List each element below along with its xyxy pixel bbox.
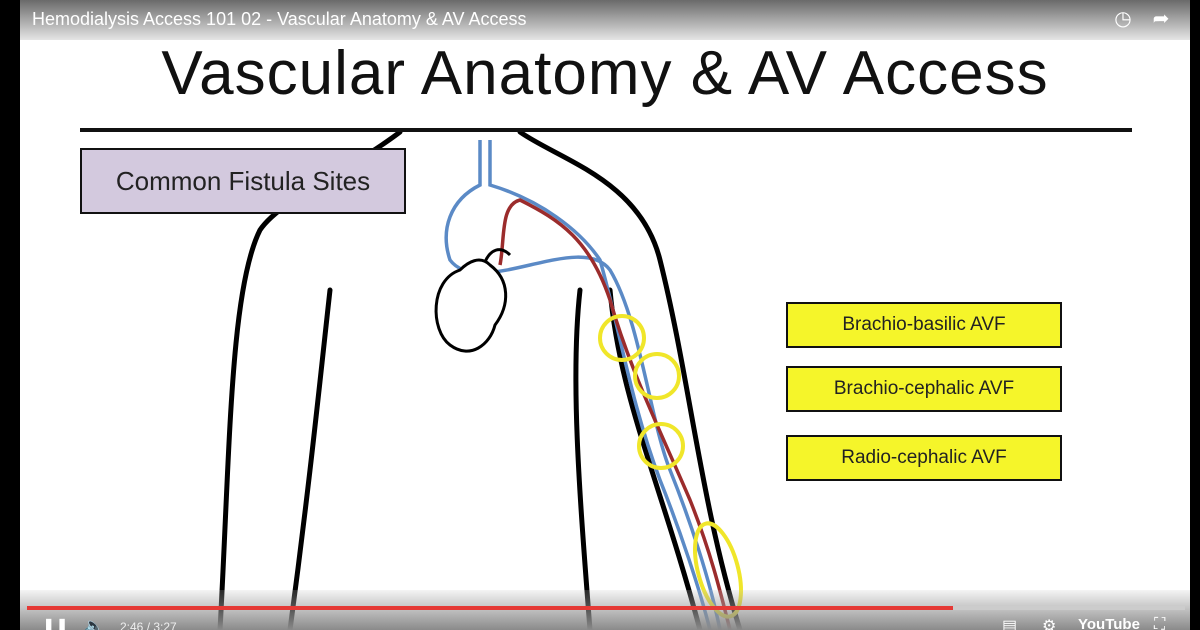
player-controls bbox=[20, 590, 1190, 630]
common-fistula-sites-box: Common Fistula Sites bbox=[80, 148, 406, 214]
captions-icon[interactable]: ▤ bbox=[1002, 618, 1018, 630]
anatomy-illustration bbox=[217, 129, 743, 630]
video-title-bar: Hemodialysis Access 101 02 - Vascular An… bbox=[20, 0, 1190, 40]
video-player[interactable]: Hemodialysis Access 101 02 - Vascular An… bbox=[20, 0, 1190, 630]
time-display: 2:46 / 3:27 bbox=[120, 620, 177, 630]
vein bbox=[444, 140, 722, 630]
heart-icon bbox=[434, 248, 512, 353]
progress-played bbox=[27, 606, 954, 610]
slide-title: Vascular Anatomy & AV Access bbox=[161, 39, 1049, 108]
artery bbox=[498, 198, 732, 630]
fistula-site-circle bbox=[637, 422, 685, 470]
title-divider bbox=[80, 128, 1132, 132]
label-brachio-cephalic: Brachio-cephalic AVF bbox=[786, 366, 1062, 412]
body-torso-right bbox=[573, 287, 593, 630]
label-brachio-basilic: Brachio-basilic AVF bbox=[786, 302, 1062, 348]
youtube-logo[interactable]: YouTube bbox=[1078, 616, 1140, 630]
volume-icon[interactable]: 🔈 bbox=[84, 618, 104, 630]
vein bbox=[488, 140, 712, 630]
fullscreen-icon[interactable]: ⛶ bbox=[1154, 616, 1166, 630]
label-radio-cephalic: Radio-cephalic AVF bbox=[786, 435, 1062, 481]
share-icon[interactable]: ➦ bbox=[1152, 8, 1170, 30]
arm-inner bbox=[607, 287, 703, 630]
video-title[interactable]: Hemodialysis Access 101 02 - Vascular An… bbox=[32, 9, 527, 29]
fistula-site-circle bbox=[598, 314, 646, 362]
watch-later-icon[interactable]: ◷ bbox=[1114, 8, 1132, 30]
fistula-site-circle bbox=[633, 352, 681, 400]
progress-bar[interactable] bbox=[27, 606, 1185, 610]
pause-icon[interactable]: ❚❚ bbox=[42, 618, 69, 630]
body-torso-left bbox=[287, 287, 333, 630]
settings-icon[interactable]: ⚙ bbox=[1042, 618, 1057, 630]
